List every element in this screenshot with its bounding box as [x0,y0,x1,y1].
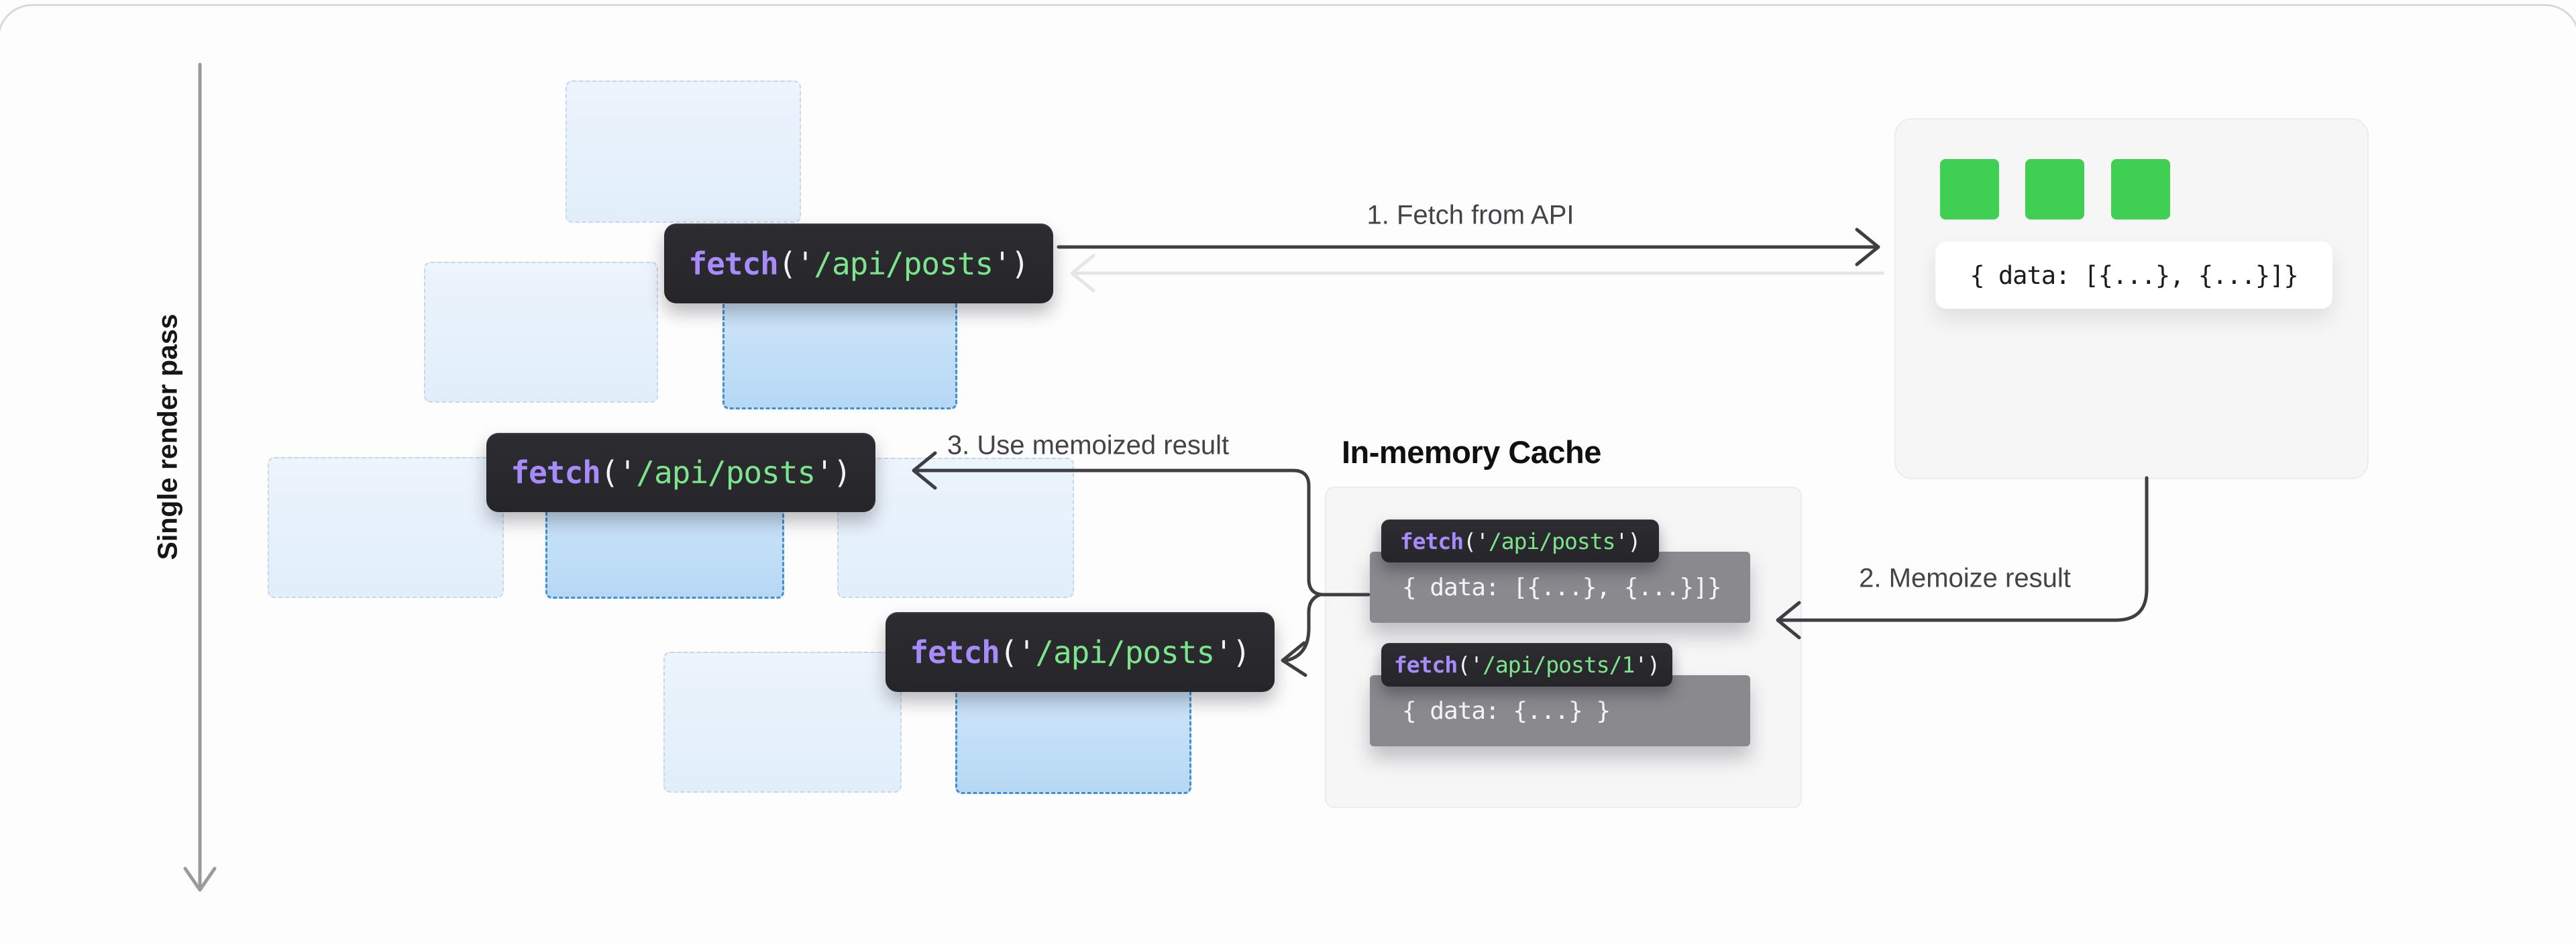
api-server-panel: { data: [{...}, {...}]} [1894,118,2369,479]
server-led-square [2111,159,2170,219]
memoize-result-arrow [1776,476,2149,640]
code-token-fn: fetch [910,634,1000,670]
cache-entry-value-text: { data: [{...}, {...}]} [1402,573,1721,601]
component-placeholder-box [424,262,658,403]
code-token-path: /api/posts [636,454,816,491]
code-token-close: ') [815,454,851,491]
step-3-label: 3. Use memoized result [947,430,1230,460]
step-1-label: 1. Fetch from API [1366,200,1574,230]
code-token-open: (' [999,634,1036,670]
code-token-fn: fetch [511,454,600,491]
fetch-response-arrow [1070,254,1884,293]
code-token-close: ') [993,245,1029,282]
code-token-fn: fetch [1399,528,1464,554]
cache-entry-key: fetch('/api/posts') [1381,519,1659,562]
render-pass-axis-label: Single render pass [152,313,183,560]
code-token-fn: fetch [688,245,778,282]
cache-entry-key: fetch('/api/posts/1') [1381,643,1672,687]
fetch-call-box-2: fetch('/api/posts') [486,433,875,512]
code-token-close: ') [1615,528,1642,554]
step-2-label: 2. Memoize result [1859,563,2071,593]
code-token-path: /api/posts [814,245,994,282]
fetch-request-arrow [1057,228,1880,266]
component-placeholder-box [566,81,801,223]
cache-entry-value-text: { data: {...} } [1402,697,1611,725]
code-token-open: (' [600,454,637,491]
use-memoized-result-branch-arrow [1281,593,1322,677]
fetch-call-box-3: fetch('/api/posts') [885,612,1275,692]
code-token-open: (' [1463,528,1489,554]
component-placeholder-box [663,652,902,793]
fetch-call-box-1: fetch('/api/posts') [664,223,1053,303]
code-token-fn: fetch [1393,652,1458,678]
cache-title: In-memory Cache [1342,434,1601,470]
code-token-close: ') [1634,652,1660,678]
api-response-text: { data: [{...}, {...}]} [1970,260,2298,290]
cache-entry-value: { data: [{...}, {...}]} [1370,552,1750,623]
server-led-square [1940,159,1999,219]
code-token-close: ') [1214,634,1250,670]
cache-entry-value: { data: {...} } [1370,675,1750,746]
code-token-path: /api/posts [1488,528,1616,554]
code-token-path: /api/posts/1 [1482,652,1635,678]
code-token-open: (' [1457,652,1483,678]
component-placeholder-box [268,457,504,598]
render-pass-axis-arrow [183,62,217,892]
api-response-card: { data: [{...}, {...}]} [1935,242,2332,309]
code-token-path: /api/posts [1035,634,1215,670]
code-token-open: (' [777,245,814,282]
server-led-square [2025,159,2084,219]
